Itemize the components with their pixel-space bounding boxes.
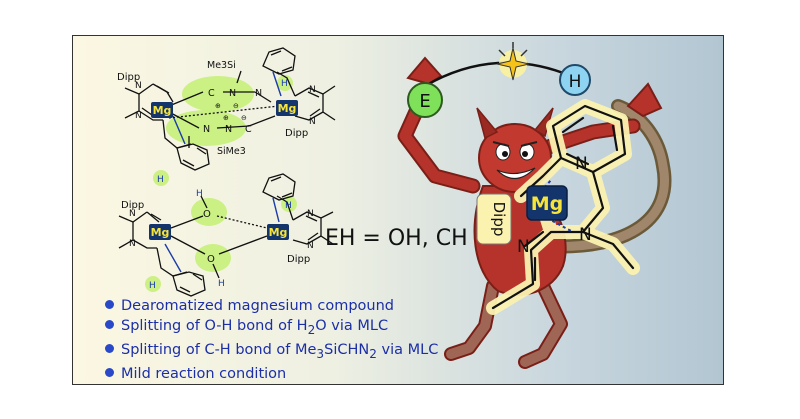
equation-label: EH = OH, CH: [325, 226, 468, 251]
n-atom-label: N: [307, 241, 314, 251]
mg-atom-box: [526, 185, 568, 221]
bullet-item: Splitting of C-H bond of Me3SiCHN2 via M…: [105, 340, 438, 364]
sime3-label: SiMe3: [217, 146, 246, 157]
n-atom-label: N: [517, 237, 530, 257]
artwork: Mg Mg Dipp Dipp Me3Si SiMe3 H H C N N N …: [117, 42, 672, 369]
bullet-dot-icon: [105, 367, 114, 377]
mg-atom-label: Mg: [278, 102, 297, 115]
dipp-tag-label: Dipp: [490, 202, 508, 237]
o-atom-label: O: [203, 209, 211, 220]
n-atom-label: N: [575, 154, 588, 174]
c-atom-label: C: [208, 88, 215, 99]
dipp-label: Dipp: [285, 128, 308, 139]
bullet-dot-icon: [105, 343, 114, 353]
devil-grin: [496, 167, 536, 180]
bullet-item: Mild reaction condition: [105, 364, 438, 384]
n-atom-label: N: [135, 81, 142, 91]
devil-head: [478, 123, 552, 193]
mg-atom-box: [151, 102, 173, 118]
n-atom-label: N: [229, 88, 236, 99]
n-atom-label: N: [135, 111, 142, 121]
diazo-dimer-labels: Mg Mg Dipp Dipp Me3Si SiMe3 H H C N N N …: [117, 60, 316, 185]
o-atom-label: O: [207, 254, 215, 265]
h-label: H: [157, 175, 164, 185]
bond-splitting: E H: [407, 42, 591, 118]
n-atom-label: N: [255, 88, 262, 99]
h-label: H: [196, 189, 203, 199]
n-atom-label: N: [579, 225, 592, 245]
dipp-label: Dipp: [117, 72, 140, 83]
minus-charge: ⊖: [233, 102, 239, 110]
spark-icon: [496, 42, 530, 81]
mg-atom-box: [149, 224, 171, 240]
e-h-bond-line: [424, 61, 572, 88]
n-atom-label: N: [129, 209, 136, 219]
n-atom-label: N: [307, 209, 314, 219]
bullet-dot-icon: [105, 320, 114, 329]
plus-charge: ⊕: [223, 114, 229, 122]
hydroxide-dimer-labels: Mg Mg Dipp Dipp O O H H H H N N N N: [121, 189, 314, 291]
e-ball: [407, 82, 443, 118]
dipp-tag: Dipp: [476, 193, 512, 245]
mg-atom-box: [276, 100, 298, 116]
h-ball: [559, 64, 591, 96]
n-atom-label: N: [309, 85, 316, 95]
devil-mg-complex: Dipp Mg N N N: [476, 99, 640, 315]
mg-atom-box: [267, 224, 289, 240]
n-atom-label: N: [203, 124, 210, 135]
me3si-label: Me3Si: [207, 60, 236, 71]
devil-horn: [476, 107, 499, 140]
minus-charge: ⊖: [241, 114, 247, 122]
h-label: H: [218, 279, 225, 289]
e-ball-label: E: [419, 91, 430, 112]
devil-claw: [626, 82, 663, 118]
h-ball-label: H: [569, 72, 582, 92]
devil-claw: [406, 56, 443, 86]
c-atom-label: C: [245, 124, 252, 135]
mg-atom-label: Mg: [531, 193, 564, 215]
mg-atom-label: Mg: [153, 104, 172, 117]
n-atom-label: N: [309, 117, 316, 127]
bullet-item: Splitting of O-H bond of H2O via MLC: [105, 316, 438, 340]
bullet-list: Dearomatized magnesium compound Splittin…: [105, 296, 438, 384]
hydroxide-dimer-structure: [118, 173, 334, 297]
graphic-frame: Mg Mg Dipp Dipp Me3Si SiMe3 H H C N N N …: [72, 35, 724, 385]
h-label: H: [281, 79, 288, 89]
mg-atom-label: Mg: [151, 226, 170, 239]
bullet-dot-icon: [105, 300, 114, 309]
h-label: H: [149, 281, 156, 291]
dipp-label: Dipp: [121, 200, 144, 211]
diazo-dimer-structure: [124, 47, 336, 186]
n-atom-label: N: [129, 239, 136, 249]
plus-charge: ⊕: [215, 102, 221, 110]
mg-atom-label: Mg: [269, 226, 288, 239]
dipp-label: Dipp: [287, 254, 310, 265]
h-label: H: [285, 201, 292, 211]
n-atom-label: N: [225, 124, 232, 135]
bullet-item: Dearomatized magnesium compound: [105, 296, 438, 316]
